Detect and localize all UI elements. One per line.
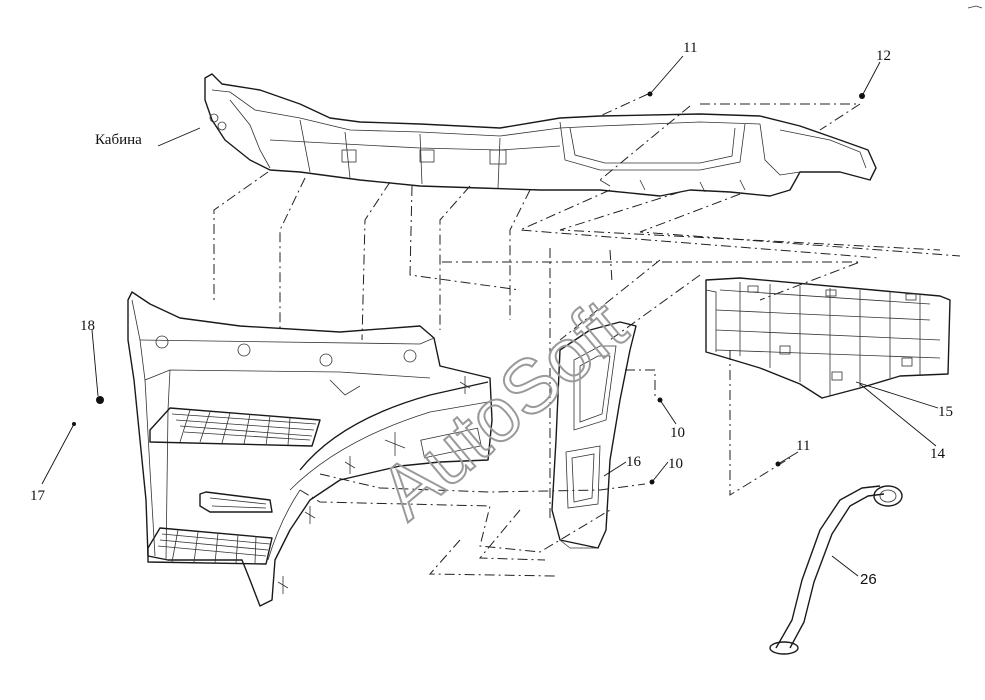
corner-mark: [967, 5, 983, 9]
cab-leader-line: [157, 127, 201, 147]
callout-16: 16: [626, 454, 642, 470]
callout-17: 17: [30, 488, 46, 504]
callout-12: 12: [876, 48, 891, 64]
callout-14: 14: [930, 446, 946, 462]
watermark: AutoSoft: [364, 283, 642, 536]
callout-11-lower: 11: [796, 438, 810, 454]
callout-18: 18: [80, 318, 95, 334]
assembly-lines: [213, 93, 961, 577]
handrail: [769, 485, 903, 655]
rear-panel: [705, 277, 951, 399]
callout-26: 26: [860, 571, 877, 588]
cab-body: [204, 73, 877, 197]
callout-11-top: 11: [683, 40, 697, 56]
side-trim-panel: [551, 321, 637, 549]
callout-10-upper: 10: [670, 425, 685, 441]
callout-15: 15: [938, 404, 953, 420]
callout-10-lower: 10: [668, 456, 683, 472]
cab-label: Кабина: [95, 132, 142, 148]
step-assembly: [127, 291, 493, 607]
callout-leaders: [41, 55, 939, 577]
